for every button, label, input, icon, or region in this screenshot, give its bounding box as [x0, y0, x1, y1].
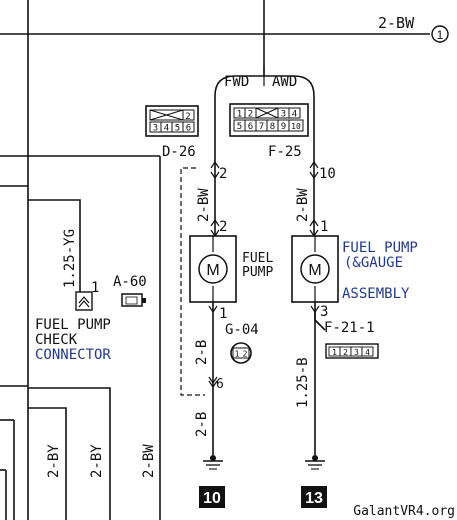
check-connector-icon — [75, 291, 93, 311]
svg-text:4: 4 — [365, 348, 370, 357]
check-connector-wire — [28, 199, 81, 292]
awd-label: AWD — [272, 74, 297, 90]
right-bottom-wire-label: 1.25-B — [295, 357, 311, 408]
svg-text:6: 6 — [248, 122, 253, 132]
g04-label: G-04 — [225, 322, 259, 338]
right-pin-top: 10 — [319, 166, 336, 182]
svg-text:10: 10 — [291, 122, 301, 131]
svg-text:5: 5 — [237, 122, 242, 132]
right-branch-wire-label: 2-BW — [295, 188, 311, 222]
pump-housing-outline — [180, 167, 205, 396]
right-pin-marker-top — [309, 160, 319, 169]
a60-label: A-60 — [113, 274, 147, 290]
connector-g04: 1 2 — [230, 342, 252, 364]
left-ground-wire-label: 2-B — [194, 412, 210, 437]
left-pump-pin-top: 2 — [219, 219, 227, 235]
connector-a60 — [121, 293, 146, 307]
svg-text:1: 1 — [235, 350, 240, 359]
top-wire-label: 2-BW — [378, 14, 415, 32]
ground-ref-10 — [199, 486, 225, 508]
right-pump-pin-bottom: 3 — [320, 304, 328, 320]
svg-text:4: 4 — [292, 110, 297, 120]
left-ground-icon — [203, 455, 223, 470]
left-pin-top: 2 — [219, 166, 227, 182]
connector-f211: 1 2 3 4 — [325, 343, 379, 359]
bottom-wire-label-1: 2-BY — [46, 444, 62, 478]
right-ground-icon — [305, 455, 325, 470]
ref-circle — [431, 25, 449, 43]
left-branch-wire-label: 2-BW — [196, 188, 212, 222]
d26-label: D-26 — [162, 144, 196, 160]
svg-text:7: 7 — [259, 122, 264, 132]
left-motor-icon — [198, 254, 228, 284]
left-pin-marker-top — [210, 160, 220, 169]
bottom-wire-label-2: 2-BY — [89, 444, 105, 478]
bottom-wire-label-3: 2-BW — [141, 444, 157, 478]
left-pump-label-1: FUEL — [242, 251, 273, 266]
svg-text:4: 4 — [164, 124, 169, 134]
fwd-label: FWD — [224, 74, 249, 90]
svg-text:2: 2 — [343, 348, 348, 357]
svg-text:1: 1 — [332, 348, 337, 357]
ref-circle-label: 1 — [437, 28, 444, 42]
check-wire-label: 1.25-YG — [62, 229, 78, 288]
f25-label: F-25 — [268, 144, 302, 160]
left-bottom-wire-label: 2-B — [194, 340, 210, 365]
svg-text:9: 9 — [281, 122, 286, 132]
svg-text:2: 2 — [185, 112, 190, 122]
svg-text:1: 1 — [237, 110, 242, 120]
check-pin: 1 — [91, 280, 99, 296]
svg-text:10: 10 — [203, 490, 221, 507]
connector-f25: 1 2 3 4 5 6 7 8 9 10 — [229, 103, 309, 137]
left-pump-pin-bottom: 1 — [219, 306, 227, 322]
right-pump-label-1: FUEL PUMP — [342, 240, 418, 256]
right-pump-label-3: ASSEMBLY — [342, 286, 410, 302]
right-pump-label-2: (&GAUGE — [344, 255, 403, 271]
svg-text:3: 3 — [354, 348, 359, 357]
left-pump-label-2: PUMP — [242, 265, 273, 280]
right-pump-pin-top: 1 — [320, 219, 328, 235]
bottom-wire-2 — [28, 387, 111, 520]
svg-text:5: 5 — [175, 124, 180, 134]
svg-text:2: 2 — [248, 110, 253, 120]
check-label-1: FUEL PUMP — [35, 317, 111, 333]
svg-text:M: M — [206, 262, 219, 279]
svg-text:3: 3 — [153, 124, 158, 134]
svg-text:13: 13 — [305, 490, 323, 507]
connector-d26: 2 3 4 5 6 — [145, 105, 199, 137]
ground-ref-13 — [301, 486, 327, 508]
f211-label: F-21-1 — [324, 320, 375, 336]
bottom-wire-1 — [28, 407, 67, 520]
left-junction-pin: 6 — [216, 377, 224, 392]
svg-text:2: 2 — [243, 350, 248, 359]
check-label-3: CONNECTOR — [35, 347, 111, 363]
svg-text:6: 6 — [186, 124, 191, 134]
svg-text:M: M — [308, 262, 321, 279]
watermark: GalantVR4.org — [353, 504, 455, 519]
svg-text:3: 3 — [281, 110, 286, 120]
svg-text:8: 8 — [270, 122, 275, 132]
check-label-2: CHECK — [35, 332, 78, 348]
right-motor-icon — [300, 254, 330, 284]
